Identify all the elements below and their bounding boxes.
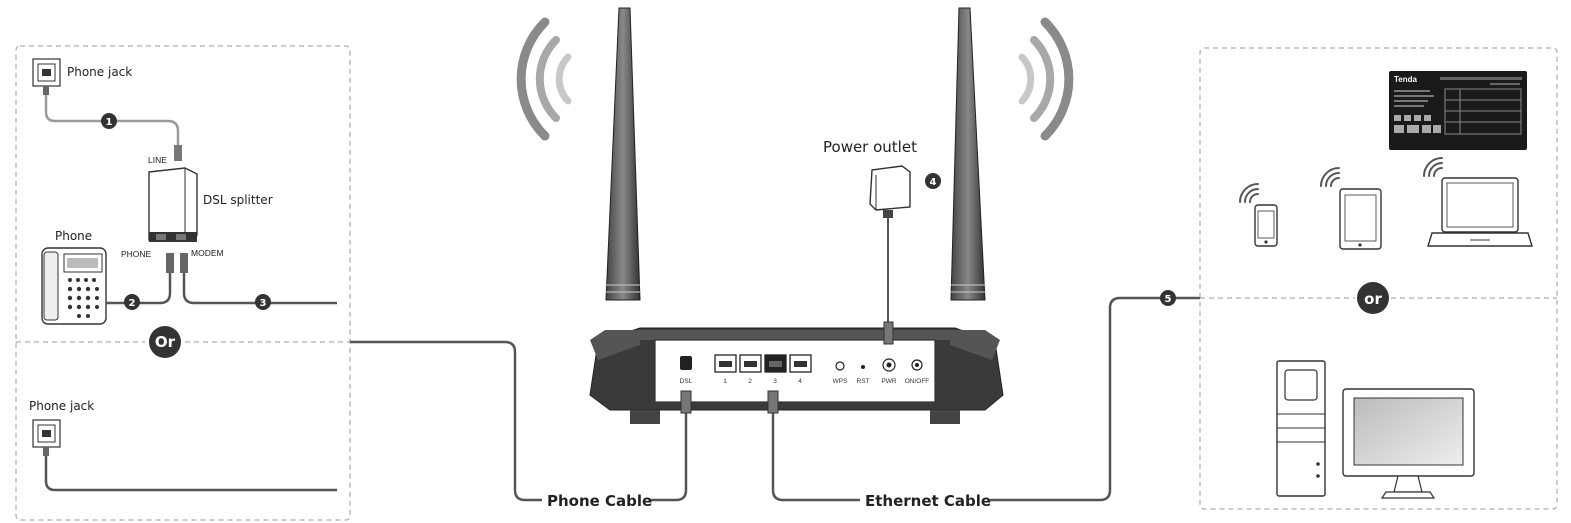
wifi-icon-tablet <box>1320 167 1340 187</box>
line-port-label: LINE <box>148 155 167 165</box>
ethernet-cable-label: Ethernet Cable <box>865 492 991 510</box>
cable-bottom-jack <box>44 456 337 492</box>
right-panel: or Tenda <box>1199 47 1558 510</box>
svg-text:PWR: PWR <box>881 378 896 385</box>
svg-text:or: or <box>1364 290 1382 308</box>
lan-port-3 <box>764 354 787 373</box>
left-panel: Phone jack 1 LINE DSL splitter PHONE MOD… <box>15 45 351 521</box>
antenna-left <box>605 7 641 301</box>
svg-text:DSL: DSL <box>680 378 693 385</box>
rst-button <box>861 365 865 369</box>
step-1-badge <box>101 113 117 129</box>
svg-text:ON/OFF: ON/OFF <box>905 378 930 385</box>
power-adapter-icon <box>869 165 911 345</box>
desktop-tower-icon <box>1276 360 1326 497</box>
phone-label: Phone <box>55 229 92 243</box>
device-label-icon: Tenda <box>1389 71 1527 150</box>
phone-jack-label-bottom: Phone jack <box>29 399 94 413</box>
step-5-badge <box>1160 290 1176 306</box>
step-3-badge <box>255 294 271 310</box>
svg-text:5: 5 <box>1165 294 1172 305</box>
smartphone-icon <box>1254 204 1278 247</box>
or-badge-left <box>149 326 181 358</box>
modem-plug <box>180 253 188 273</box>
wps-button <box>835 361 845 371</box>
monitor-icon <box>1342 388 1475 499</box>
svg-text:4: 4 <box>798 378 802 385</box>
lan-port-2 <box>739 354 762 373</box>
svg-text:2: 2 <box>129 298 136 309</box>
desk-phone-icon <box>41 247 107 325</box>
svg-text:1: 1 <box>106 117 113 128</box>
dsl-plug <box>680 390 692 414</box>
cable-3 <box>182 273 337 305</box>
step-4-badge <box>925 173 941 189</box>
phone-jack-icon <box>32 58 61 95</box>
svg-text:3: 3 <box>773 378 777 385</box>
router-icon: DSL 1 2 3 4 WPS RST PWR ON/OFF <box>589 7 1004 424</box>
phone-cable-label: Phone Cable <box>547 492 652 510</box>
laptop-icon <box>1427 177 1533 247</box>
power-outlet-label: Power outlet <box>823 138 917 156</box>
svg-text:WPS: WPS <box>833 378 848 385</box>
lan-port-1 <box>714 354 737 373</box>
wifi-icon-laptop <box>1423 157 1443 177</box>
wifi-waves-icon-left <box>516 17 572 141</box>
dsl-splitter-icon <box>148 145 198 242</box>
svg-text:3: 3 <box>260 298 267 309</box>
svg-text:2: 2 <box>748 378 752 385</box>
svg-text:4: 4 <box>930 177 937 188</box>
svg-text:RST: RST <box>857 378 870 385</box>
phone-cable-line <box>350 340 542 502</box>
svg-text:1: 1 <box>723 378 727 385</box>
phone-jack-icon <box>32 419 61 456</box>
phone-jack-label-top: Phone jack <box>67 65 132 79</box>
phone-plug <box>166 253 174 273</box>
dsl-splitter-label: DSL splitter <box>203 193 273 207</box>
lan-port-4 <box>789 354 812 373</box>
antenna-right <box>950 7 986 301</box>
ethernet-plug <box>767 390 779 414</box>
right-panel-border <box>1199 47 1558 510</box>
svg-text:Or: Or <box>155 333 176 351</box>
tablet-icon <box>1339 188 1382 250</box>
svg-text:Tenda: Tenda <box>1394 75 1418 84</box>
wifi-waves-icon-right <box>1018 17 1074 141</box>
or-badge-right <box>1357 282 1389 314</box>
ethernet-cable-line <box>771 410 860 502</box>
left-panel-border <box>15 45 351 521</box>
cable-2 <box>106 273 172 305</box>
step-2-badge <box>124 294 140 310</box>
wifi-icon-phone <box>1239 183 1259 203</box>
dsl-port <box>680 356 692 370</box>
modem-port-label: MODEM <box>191 248 224 258</box>
phone-port-label: PHONE <box>121 249 152 259</box>
